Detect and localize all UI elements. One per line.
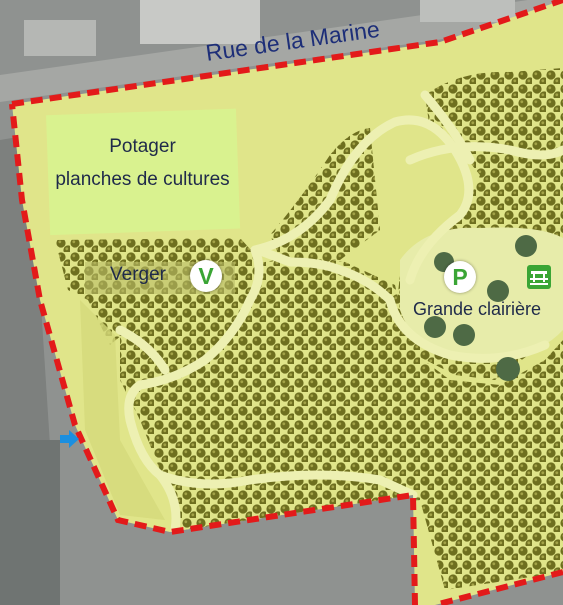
parking-badge[interactable]: P: [444, 261, 476, 293]
picnic-table-icon[interactable]: [527, 265, 551, 289]
potager-subtitle: planches de cultures: [55, 169, 230, 190]
verger-label: Verger: [110, 264, 166, 285]
footpaths: [115, 90, 563, 535]
entrance-arrow-icon[interactable]: [60, 430, 80, 453]
potager-label: Potager planches de cultures: [40, 130, 245, 196]
water: [0, 440, 60, 605]
building: [140, 0, 260, 44]
verger-badge[interactable]: V: [190, 260, 222, 292]
park-boundary: [9, 0, 563, 605]
clairiere-label: Grande clairière: [413, 299, 542, 319]
building: [420, 0, 515, 22]
building: [24, 20, 96, 56]
west-meadow: [80, 300, 165, 520]
potager-zone: [46, 108, 241, 236]
street-road: [0, 0, 563, 102]
potager-title: Potager: [109, 136, 176, 157]
